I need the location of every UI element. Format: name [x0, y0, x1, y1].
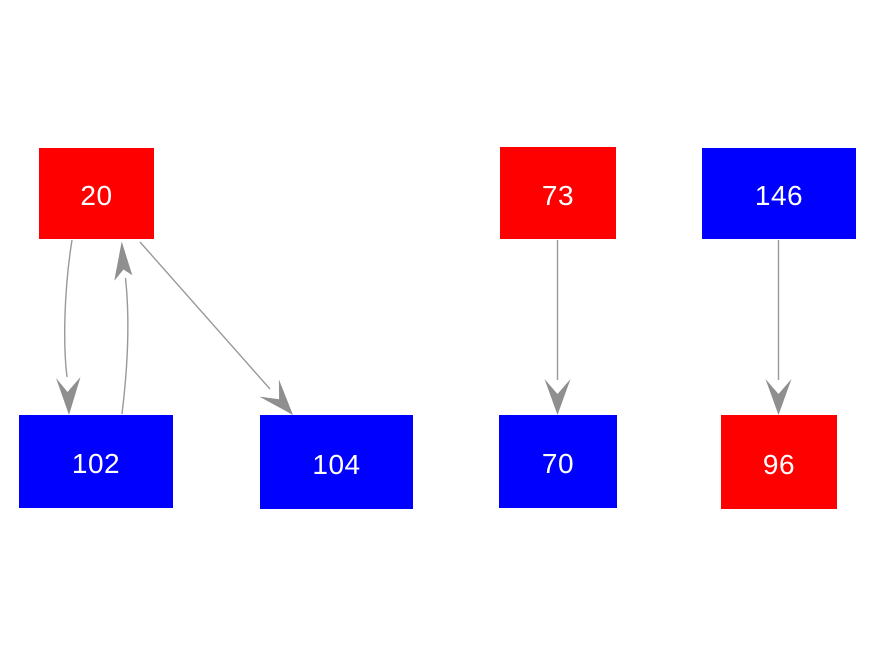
graph-node-104: 104 — [260, 415, 413, 509]
edge-102-to-20 — [121, 277, 129, 415]
arrowhead-icon-146-to-96 — [765, 379, 792, 415]
arrowhead-icon-102-to-20 — [114, 241, 133, 281]
graph-node-96: 96 — [721, 415, 837, 509]
node-label-146: 146 — [754, 180, 804, 211]
edge-20-to-102 — [64, 239, 73, 378]
arrowhead-icon-20-to-102 — [56, 377, 81, 415]
graph-node-20: 20 — [39, 148, 154, 239]
arrowhead-icon-20-to-104 — [259, 379, 293, 415]
graph-node-73: 73 — [500, 147, 616, 239]
node-label-102: 102 — [71, 448, 121, 479]
graph-node-102: 102 — [19, 415, 173, 508]
node-label-70: 70 — [541, 448, 575, 479]
edge-20-to-104 — [139, 241, 271, 390]
node-label-20: 20 — [80, 180, 113, 211]
graph-node-146: 146 — [702, 148, 856, 239]
arrowhead-icon-73-to-70 — [544, 379, 571, 415]
node-label-104: 104 — [312, 448, 361, 480]
graph-node-70: 70 — [499, 415, 617, 508]
node-label-96: 96 — [762, 448, 796, 480]
node-label-73: 73 — [541, 179, 575, 211]
